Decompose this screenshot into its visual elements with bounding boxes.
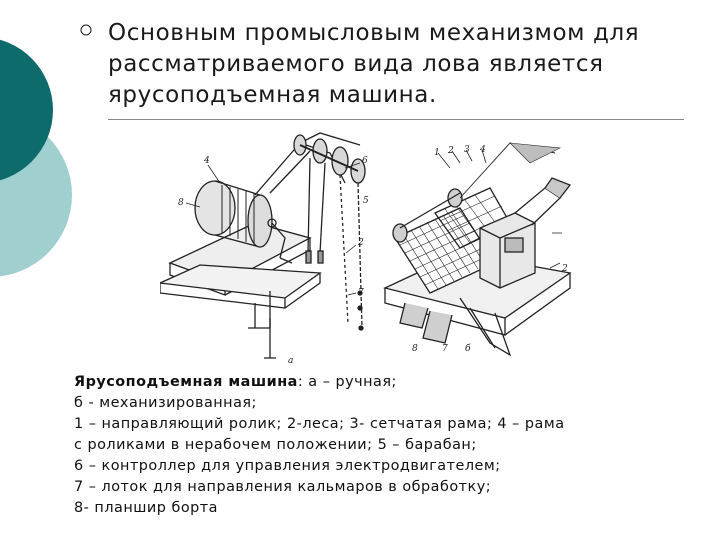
fig-label: 7 (358, 288, 364, 298)
fig-label: 3 (464, 145, 470, 155)
caption-line: с роликами в нерабочем положении; 5 – ба… (74, 437, 477, 453)
fig-label: 4 (479, 145, 486, 155)
fig-label: 5 (363, 196, 369, 206)
slide-heading: Основным промысловым механизмом для расс… (108, 20, 640, 108)
caption-title: Ярусоподъемная машина (74, 374, 298, 390)
decorative-circles (0, 39, 72, 277)
fig-label: 4 (203, 156, 210, 166)
mechanized-machine-drawing (383, 142, 572, 357)
fig-label: 2 (561, 264, 568, 274)
fig-label: 7 (442, 344, 448, 354)
fig-label: 2 (357, 238, 364, 248)
fig-label: 6 (362, 156, 368, 166)
caption-line: Ярусоподъемная машина: а – ручная; (74, 372, 694, 393)
fig-label: б (465, 343, 471, 354)
caption-title-rest: : а – ручная; (297, 374, 397, 390)
heading-divider (108, 119, 684, 120)
caption-line: 8- планшир борта (74, 500, 219, 516)
caption-line: 1 – направляющий ролик; 2-леса; 3- сетча… (74, 416, 565, 432)
manual-machine-drawing (160, 132, 366, 359)
fig-label: 8 (178, 198, 184, 208)
caption-line: 6 – контроллер для управления электродви… (74, 458, 501, 474)
fig-label: а (288, 356, 293, 366)
fig-label: 1 (434, 148, 440, 158)
machine-figure: 4 8 6 5 2 7 а 1 2 3 4 2 8 7 б (160, 132, 572, 366)
fig-label: 2 (447, 146, 454, 156)
caption-line: б - механизированная; (74, 395, 257, 411)
caption-line: 7 – лоток для направления кальмаров в об… (74, 479, 492, 495)
fig-label: 8 (412, 344, 418, 354)
figure-caption: Ярусоподъемная машина: а – ручная; б - м… (74, 372, 694, 519)
circle-bullet-icon (80, 24, 92, 36)
